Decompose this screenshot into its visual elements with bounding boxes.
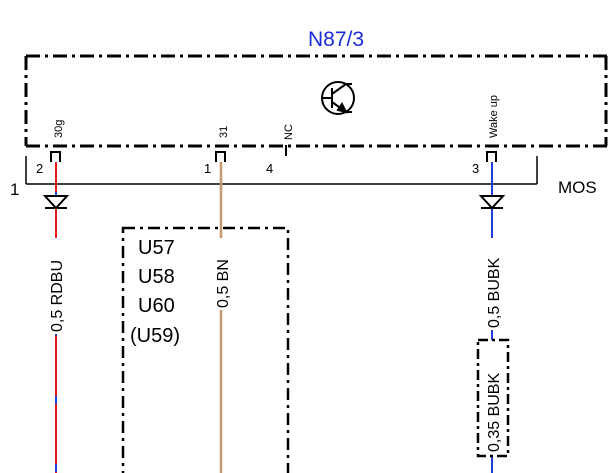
variant-line-3: U60 xyxy=(138,295,175,317)
connector-label: MOS xyxy=(558,178,597,197)
pin-number-4: 4 xyxy=(266,161,273,176)
component-housing xyxy=(24,54,608,148)
variant-box xyxy=(121,226,290,473)
pin-number-3: 3 xyxy=(472,161,479,176)
variant-line-2: U58 xyxy=(138,266,175,288)
connector-outline xyxy=(25,156,538,185)
pin-name-31: 31 xyxy=(218,126,230,138)
variant-line-4: (U59) xyxy=(130,325,180,347)
triangle-down-icon xyxy=(478,195,506,210)
transistor-icon xyxy=(321,81,355,115)
pin-number-2: 2 xyxy=(36,161,43,176)
triangle-down-icon xyxy=(42,195,70,210)
component-title: N87/3 xyxy=(308,28,364,51)
pin-name-wake-up: Wake up xyxy=(488,95,500,138)
wire-label-035-bubk: 0,35 BUBK xyxy=(486,373,503,452)
wire-section-box xyxy=(476,338,510,458)
wire-label-bubk: 0,5 BUBK xyxy=(486,257,503,328)
wire-label-bn: 0,5 BN xyxy=(215,259,232,308)
pin-name-nc: NC xyxy=(283,124,295,140)
wire-label-rdbu: 0,5 RDBU xyxy=(49,260,66,332)
variant-line-1: U57 xyxy=(138,237,175,259)
connector-number: 1 xyxy=(10,180,19,199)
pin-name-30g: 30g xyxy=(53,120,65,138)
pin-terminals xyxy=(50,145,497,162)
pin-number-1: 1 xyxy=(204,161,211,176)
